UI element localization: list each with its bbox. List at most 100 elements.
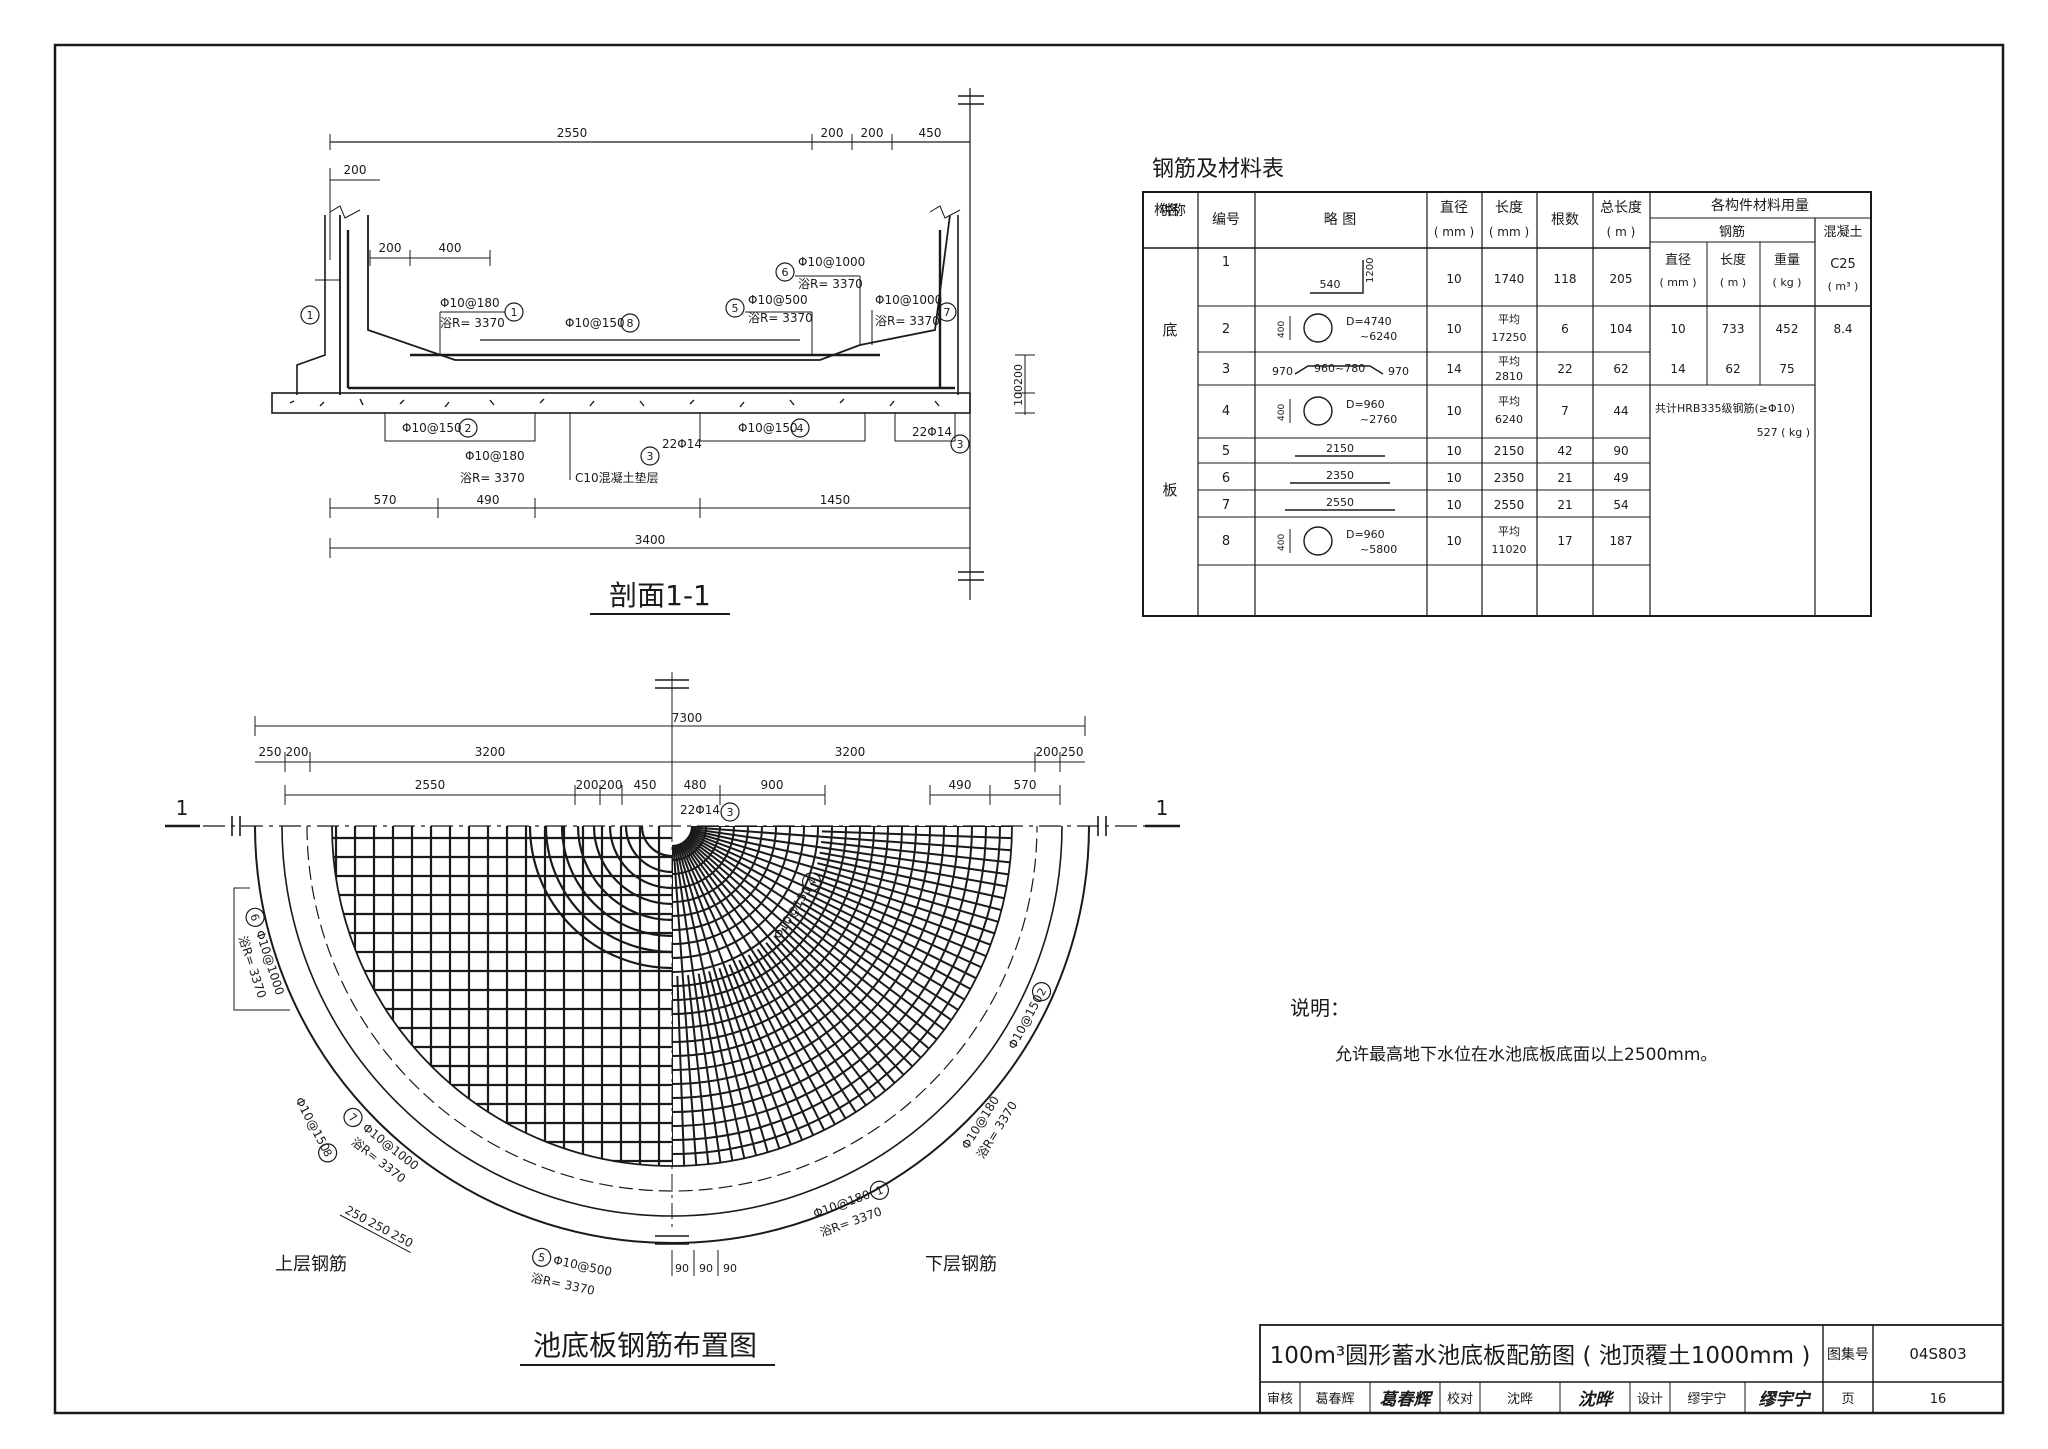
row7-no: 7 [1222, 498, 1230, 513]
usage2-w: 75 [1779, 362, 1794, 376]
th-number: 编号 [1212, 212, 1240, 228]
section-mark-right: 1 [1156, 796, 1169, 820]
row3-no: 3 [1222, 362, 1230, 377]
plan-dim-7300: 7300 [672, 711, 703, 725]
th-length-unit: ( mm ) [1489, 225, 1529, 239]
plan-dim-570: 570 [1014, 778, 1037, 792]
dim-3400: 3400 [635, 533, 666, 547]
page-no: 16 [1930, 1392, 1947, 1407]
row5-d: 10 [1446, 444, 1461, 458]
callout-c3a: 22Φ14 [662, 437, 702, 451]
row6-total: 49 [1613, 471, 1628, 485]
row4-sketch-b: ~2760 [1360, 413, 1397, 426]
check-label: 校对 [1447, 1391, 1473, 1407]
row6-d: 10 [1446, 471, 1461, 485]
plan-dim-250d: 250 [366, 1215, 393, 1238]
callout-c2b: Φ10@180 [465, 449, 525, 463]
callout-c3b: 22Φ14 [912, 425, 952, 439]
callout-c6r: 浴R= 3370 [798, 277, 863, 291]
th-sub-concrete-unit: ( m³ ) [1828, 280, 1859, 293]
row4-total: 44 [1613, 404, 1628, 418]
callout-c5r: 浴R= 3370 [748, 311, 813, 325]
row7-cnt: 21 [1557, 498, 1572, 512]
signature-reviewer: 葛春辉 [1380, 1390, 1434, 1410]
usage1-d: 10 [1670, 322, 1685, 336]
th-sub-length: 长度 [1720, 252, 1746, 268]
row1-total: 205 [1610, 272, 1633, 286]
row8-no: 8 [1222, 534, 1230, 549]
row1-cnt: 118 [1554, 272, 1577, 286]
th-count: 根数 [1551, 212, 1579, 228]
th-total-length: 总长度 [1600, 200, 1642, 216]
row8-d: 10 [1446, 534, 1461, 548]
plan-dim-2550: 2550 [415, 778, 446, 792]
row4-len: 平均 [1498, 395, 1520, 408]
row4-sketch: D=960 [1346, 398, 1385, 411]
row1-sketch: 540 [1320, 278, 1341, 291]
plan-title: 池底板钢筋布置图 [533, 1329, 757, 1362]
section-circle-8: 8 [627, 317, 634, 330]
plan-dim-900: 900 [761, 778, 784, 792]
plan-dim-3200b: 3200 [835, 745, 866, 759]
row4-no: 4 [1222, 404, 1230, 419]
section-circle-6: 6 [782, 266, 789, 279]
row7-total: 54 [1613, 498, 1628, 512]
row2-no: 2 [1222, 322, 1230, 337]
callout-c7: Φ10@1000 [875, 293, 942, 307]
plan-callout-p5r: 浴R= 3370 [530, 1271, 596, 1298]
row7-d: 10 [1446, 498, 1461, 512]
designer: 缪宇宁 [1687, 1391, 1726, 1407]
row2-len2: 17250 [1492, 331, 1527, 344]
section-circle-2: 2 [465, 422, 472, 435]
table-title: 钢筋及材料表 [1152, 157, 1284, 182]
th-diameter-unit: ( mm ) [1434, 225, 1474, 239]
plan-circle-3: 3 [727, 806, 734, 819]
row8-sketch-b: ~5800 [1360, 543, 1397, 556]
row8-sketch: D=960 [1346, 528, 1385, 541]
section-circle-4: 4 [797, 422, 804, 435]
th-diameter: 直径 [1440, 199, 1468, 216]
plan-circle-5: 5 [537, 1251, 547, 1265]
dim-490: 490 [477, 493, 500, 507]
label-bottom-layer: 下层钢筋 [925, 1254, 997, 1275]
plan-dim-250b: 250 [1061, 745, 1084, 759]
th-sub-weight: 重量 [1774, 252, 1800, 268]
th-total-length-unit: ( m ) [1607, 225, 1636, 239]
dim-1450: 1450 [820, 493, 851, 507]
component-char-2: 板 [1162, 481, 1177, 499]
row3-cnt: 22 [1557, 362, 1572, 376]
row3-d: 14 [1446, 362, 1461, 376]
th-sketch: 略 图 [1324, 212, 1356, 228]
plan-dim-200b: 200 [1036, 745, 1059, 759]
row2-total: 104 [1610, 322, 1633, 336]
plan-dim-250c: 250 [343, 1203, 370, 1226]
plan-dim-90c: 90 [723, 1262, 737, 1275]
th-sub-length-unit: ( m ) [1720, 276, 1746, 289]
callout-c4: Φ10@150 [738, 421, 798, 435]
row1-d: 10 [1446, 272, 1461, 286]
th-sub-concrete: C25 [1830, 257, 1856, 272]
plan-view: 7300 250 200 3200 3200 200 250 2550 200 … [165, 672, 1180, 1366]
section-circle-5: 5 [732, 302, 739, 315]
plan-callout-p8: Φ10@150 [292, 1095, 332, 1154]
row3-sketch-c: 970 [1388, 365, 1409, 378]
callout-c5: Φ10@500 [748, 293, 808, 307]
plan-dim-3200a: 3200 [475, 745, 506, 759]
concrete-value: 8.4 [1833, 322, 1852, 336]
dim-400-inner: 400 [439, 241, 462, 255]
row1-sketch-b: 1200 [1365, 258, 1376, 283]
section-title: 剖面1-1 [609, 579, 711, 612]
row3-len2: 2810 [1495, 370, 1523, 383]
plan-dim-200d: 200 [600, 778, 623, 792]
plan-dim-90b: 90 [699, 1262, 713, 1275]
notes-text: 允许最高地下水位在水池底板底面以上2500mm。 [1335, 1045, 1717, 1065]
row2-sketch: D=4740 [1346, 315, 1392, 328]
sheet-border [53, 43, 2005, 1415]
plan-dim-490: 490 [949, 778, 972, 792]
usage2-len: 62 [1725, 362, 1740, 376]
section-circle-7: 7 [944, 306, 951, 319]
callout-c1r: 浴R= 3370 [440, 316, 505, 330]
row8-cnt: 17 [1557, 534, 1572, 548]
row3-len: 平均 [1498, 355, 1520, 368]
